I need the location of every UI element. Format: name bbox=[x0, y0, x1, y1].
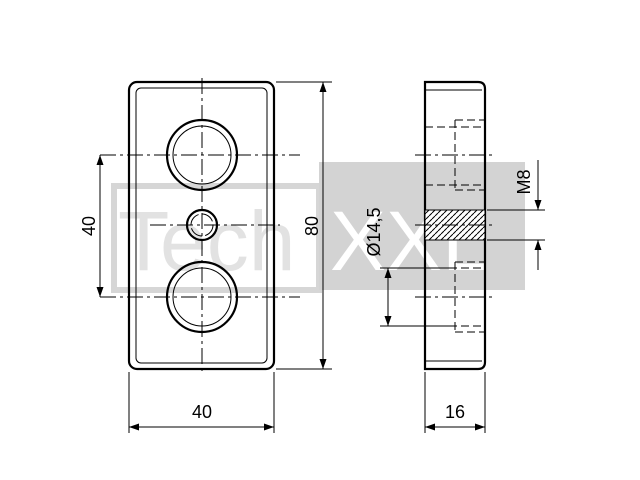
dim-label-width: 40 bbox=[192, 402, 212, 422]
watermark-text-left: Tech bbox=[118, 194, 295, 288]
watermark-text-right: XXL bbox=[330, 194, 489, 288]
dim-label-hole-spacing: 40 bbox=[79, 216, 99, 236]
side-view bbox=[380, 80, 545, 433]
dim-thread-m8 bbox=[487, 160, 545, 270]
dim-thickness bbox=[424, 372, 486, 433]
upper-counterbore-hole bbox=[165, 118, 239, 192]
dim-counterbore-diameter bbox=[380, 267, 452, 327]
side-center-lines bbox=[415, 154, 495, 298]
lower-hidden-counterbore bbox=[425, 261, 485, 333]
dim-label-counterbore: Ø14,5 bbox=[364, 207, 384, 256]
dim-label-thickness: 16 bbox=[445, 402, 465, 422]
center-lines bbox=[100, 78, 300, 374]
lower-counterbore-hole bbox=[165, 260, 239, 334]
watermark-box-right bbox=[319, 162, 525, 290]
upper-hidden-counterbore bbox=[425, 119, 485, 191]
side-outline bbox=[423, 80, 487, 371]
front-view bbox=[96, 78, 332, 433]
dim-label-height: 80 bbox=[302, 216, 322, 236]
center-thread-hole bbox=[185, 208, 219, 242]
dim-label-thread: M8 bbox=[514, 169, 534, 194]
